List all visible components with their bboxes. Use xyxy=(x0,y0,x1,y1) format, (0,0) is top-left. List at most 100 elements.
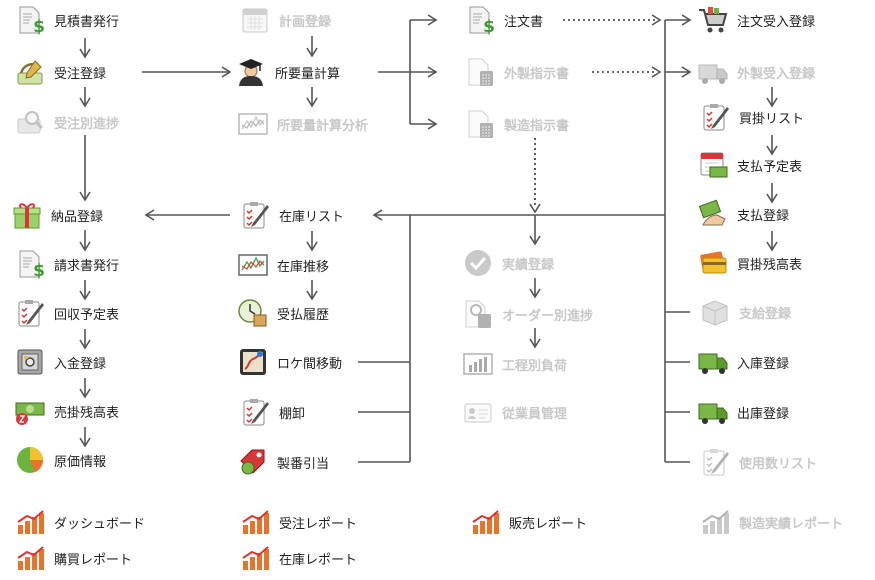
node-label: 外製受入登録 xyxy=(737,66,816,82)
green-truck-icon xyxy=(698,353,728,374)
node-label: 受払履歴 xyxy=(277,307,330,323)
node-receipt-issue-history[interactable]: 受払履歴 xyxy=(238,296,329,330)
node-plan-entry[interactable]: 計画登録 xyxy=(240,3,331,37)
node-stock-out-entry[interactable]: 出庫登録 xyxy=(698,395,789,429)
node-stock-in-entry[interactable]: 入庫登録 xyxy=(698,345,789,379)
node-label: ロケ間移動 xyxy=(277,356,343,372)
node-label: 見積書発行 xyxy=(54,14,120,30)
node-label: 支払予定表 xyxy=(737,159,803,175)
node-label: 製造実績レポート xyxy=(739,516,844,532)
clock-box-icon xyxy=(238,299,267,327)
safe-icon xyxy=(17,349,43,375)
node-label: 注文受入登録 xyxy=(737,14,816,30)
report-bar-icon xyxy=(17,546,44,570)
pie-chart-icon xyxy=(17,447,43,473)
report-bar-icon xyxy=(17,510,44,534)
calendar-money-icon xyxy=(700,152,728,178)
node-cost-info[interactable]: 原価情報 xyxy=(15,443,106,477)
dollar-document-icon: $ xyxy=(19,6,45,35)
search-document-icon xyxy=(17,111,44,134)
node-label: ダッシュボード xyxy=(54,516,146,532)
node-inventory-trend[interactable]: 在庫推移 xyxy=(238,248,329,282)
node-supply-entry[interactable]: 支給登録 xyxy=(700,295,791,329)
node-label: 在庫リスト xyxy=(279,209,345,225)
node-order-entry[interactable]: 受注登録 xyxy=(15,55,106,89)
node-label: 原価情報 xyxy=(54,454,107,470)
node-process-load[interactable]: 工程別負荷 xyxy=(463,347,567,381)
node-label: 入金登録 xyxy=(54,356,107,372)
calculator-document-icon xyxy=(468,110,493,138)
calendar-icon xyxy=(242,8,268,33)
report-purchasing[interactable]: 購買レポート xyxy=(15,541,132,575)
checklist-clipboard-icon xyxy=(18,300,44,327)
checklist-clipboard-icon xyxy=(243,202,269,229)
node-delivery-entry[interactable]: 納品登録 xyxy=(12,198,103,232)
node-payment-schedule[interactable]: 支払予定表 xyxy=(698,148,802,182)
report-manufacturing-actuals[interactable]: 製造実績レポート xyxy=(700,505,843,539)
node-label: 外製指示書 xyxy=(504,66,570,82)
node-label: 計画登録 xyxy=(279,14,332,30)
node-requirements-calc[interactable]: 所要量計算 xyxy=(236,55,340,89)
node-label: 購買レポート xyxy=(54,552,133,568)
node-manufacturing-instruction[interactable]: 製造指示書 xyxy=(465,107,569,141)
dollar-document-icon: $ xyxy=(19,250,45,279)
node-label: 回収予定表 xyxy=(54,307,120,323)
node-label: 入庫登録 xyxy=(737,356,790,372)
node-receivable-balance[interactable]: 売掛残高表 xyxy=(15,394,119,428)
svg-text:$: $ xyxy=(483,17,495,35)
node-payment-entry[interactable]: 支払登録 xyxy=(698,197,789,231)
node-lot-allocation[interactable]: 製番引当 xyxy=(238,445,329,479)
checklist-clipboard-icon xyxy=(243,399,269,426)
node-requirements-analysis[interactable]: 所要量計算分析 xyxy=(238,107,368,141)
check-circle-icon xyxy=(465,250,491,276)
node-stocktake[interactable]: 棚卸 xyxy=(240,395,305,429)
report-orders[interactable]: 受注レポート xyxy=(240,505,357,539)
node-label: 納品登録 xyxy=(51,209,104,225)
node-inventory-list[interactable]: 在庫リスト xyxy=(240,198,344,232)
checklist-clipboard-icon xyxy=(703,104,729,131)
node-order-progress[interactable]: 受注別進捗 xyxy=(15,105,119,139)
node-label: 買掛リスト xyxy=(739,111,805,127)
node-payment-receipt[interactable]: 入金登録 xyxy=(15,345,106,379)
shopping-cart-icon xyxy=(699,7,728,33)
node-estimate-issue[interactable]: $ 見積書発行 xyxy=(15,3,119,37)
node-payable-list[interactable]: 買掛リスト xyxy=(700,100,804,134)
node-employee-management[interactable]: 従業員管理 xyxy=(463,395,567,429)
node-label: 受注別進捗 xyxy=(54,116,120,132)
node-outsourced-receipt-entry[interactable]: 外製受入登録 xyxy=(698,55,815,89)
report-bar-icon xyxy=(472,510,499,534)
node-usage-list[interactable]: 使用数リスト xyxy=(700,445,817,479)
node-order-progress-by-order[interactable]: オーダー別進捗 xyxy=(463,297,593,331)
node-purchase-order[interactable]: $ 注文書 xyxy=(465,3,543,37)
line-chart-icon xyxy=(238,254,268,276)
report-dashboard[interactable]: ダッシュボード xyxy=(15,505,145,539)
node-label: 受注登録 xyxy=(54,66,107,82)
node-label: 棚卸 xyxy=(279,406,306,422)
delivery-truck-icon xyxy=(698,64,728,84)
money-hand-icon xyxy=(698,199,726,226)
calculator-document-icon xyxy=(468,58,493,86)
price-tag-icon xyxy=(240,449,265,475)
node-collection-schedule[interactable]: 回収予定表 xyxy=(15,296,119,330)
node-label: 所要量計算分析 xyxy=(277,118,369,134)
handshake-pen-icon xyxy=(17,60,43,85)
svg-text:$: $ xyxy=(33,261,45,279)
report-bar-icon xyxy=(242,510,269,534)
id-card-icon xyxy=(464,403,492,423)
node-payable-balance[interactable]: 買掛残高表 xyxy=(698,246,802,280)
node-label: 支給登録 xyxy=(739,306,792,322)
report-inventory[interactable]: 在庫レポート xyxy=(240,541,357,575)
map-route-icon xyxy=(240,349,266,375)
dollar-document-icon: $ xyxy=(469,6,495,35)
node-invoice-issue[interactable]: $ 請求書発行 xyxy=(15,247,119,281)
node-location-move[interactable]: ロケ間移動 xyxy=(238,345,342,379)
report-sales[interactable]: 販売レポート xyxy=(470,505,587,539)
node-order-receipt-entry[interactable]: 注文受入登録 xyxy=(698,3,815,37)
node-label: 支払登録 xyxy=(737,208,790,224)
node-actual-entry[interactable]: 実績登録 xyxy=(463,246,554,280)
node-label: 販売レポート xyxy=(509,516,588,532)
money-bill-icon xyxy=(15,402,45,425)
node-outsourcing-instruction[interactable]: 外製指示書 xyxy=(465,55,569,89)
